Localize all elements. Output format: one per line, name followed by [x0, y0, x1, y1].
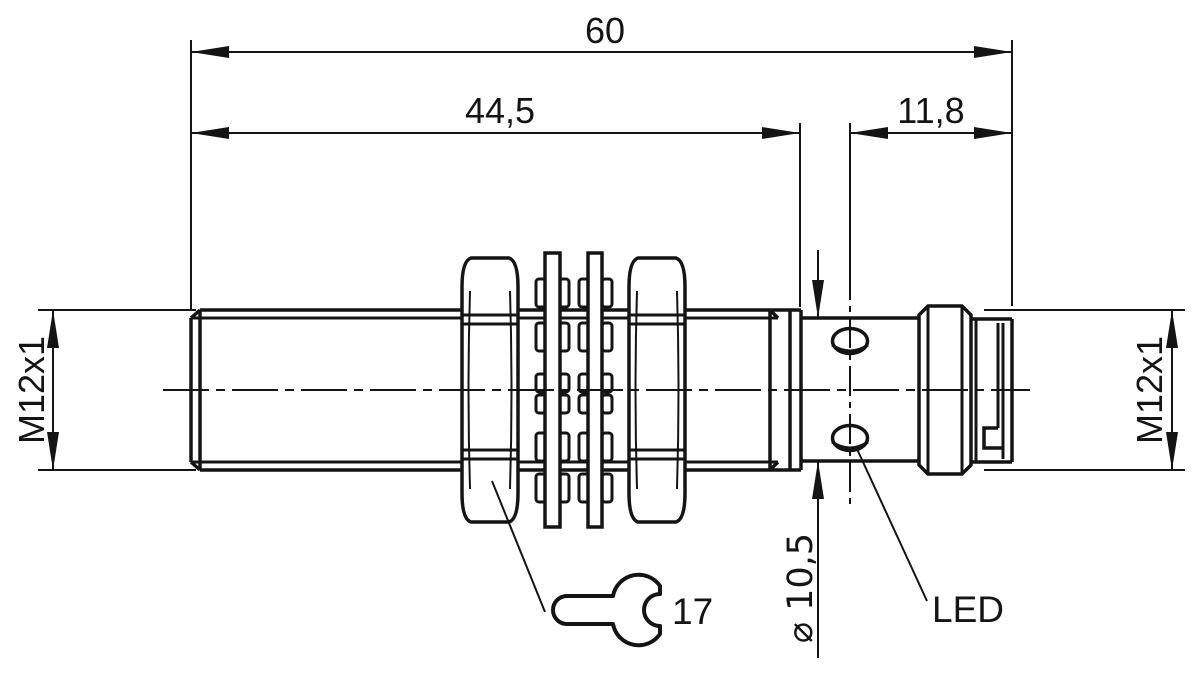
- dimension-rear-length: 11,8: [849, 90, 1012, 270]
- wrench-icon: [551, 572, 662, 648]
- washer-teeth: [534, 277, 614, 504]
- rear-diameter-label: ⌀ 10,5: [781, 533, 821, 643]
- rear-housing: [801, 316, 919, 463]
- rear-length-label: 11,8: [897, 90, 964, 131]
- led-callout: LED: [856, 448, 1004, 630]
- wrench-size-label: 17: [672, 591, 713, 632]
- wrench-leader-line: [491, 480, 546, 613]
- led-label: LED: [932, 589, 1004, 630]
- overall-length-label: 60: [585, 10, 625, 51]
- thread-length-label: 44,5: [465, 90, 535, 131]
- led-leader-line: [856, 448, 928, 602]
- front-thread-label: M12x1: [11, 336, 52, 444]
- dimension-front-thread: M12x1: [11, 309, 196, 471]
- dimension-rear-diameter: ⌀ 10,5: [781, 250, 824, 658]
- wrench-callout: 17: [491, 480, 713, 648]
- hex-nut-1: [460, 256, 520, 524]
- connector-keyway: [982, 426, 1003, 450]
- connector-thread-label: M12x1: [1129, 336, 1170, 444]
- dimension-overall-length: 60: [190, 10, 1013, 309]
- dimension-thread-length: 44,5: [191, 90, 801, 307]
- dimension-connector-thread: M12x1: [984, 309, 1185, 471]
